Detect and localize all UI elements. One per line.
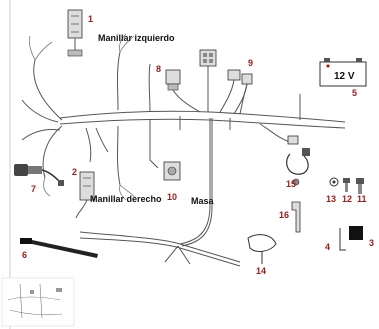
callout-5: 5: [352, 88, 357, 98]
callout-11: 11: [357, 194, 367, 204]
part-pigtail-15: [286, 148, 310, 186]
callout-1: 1: [88, 14, 93, 24]
callout-2: 2: [72, 167, 77, 177]
part-connector-8: [165, 69, 201, 113]
callout-9: 9: [248, 58, 253, 68]
part-plug-connector: [14, 164, 64, 186]
right-connector: [287, 135, 299, 145]
part-right-handlebar-switch: [75, 171, 95, 219]
part-relay: [349, 226, 363, 240]
part-wire-loop-14: [247, 234, 277, 264]
callout-16: 16: [279, 210, 289, 220]
part-connector-9: [219, 69, 253, 115]
diagram-thumbnail: [1, 277, 75, 327]
label-left-handlebar: Manillar izquierdo: [98, 33, 175, 43]
part-cable-tie: [20, 238, 98, 258]
callout-13: 13: [326, 194, 336, 204]
callout-15: 15: [286, 179, 296, 189]
callout-6: 6: [22, 250, 27, 260]
part-bracket: [339, 228, 346, 251]
callout-8: 8: [156, 64, 161, 74]
callout-10: 10: [167, 192, 177, 202]
part-screw-12: [343, 178, 350, 192]
label-right-handlebar: Manillar derecho: [90, 194, 162, 204]
battery-voltage-label: 12 V: [334, 71, 355, 82]
part-washer-13: [329, 177, 339, 187]
central-junction-box: [199, 49, 217, 112]
part-sensor-10: [163, 161, 181, 181]
callout-12: 12: [342, 194, 352, 204]
part-left-handlebar-switch: [67, 9, 83, 57]
part-battery: [319, 58, 367, 87]
callout-4: 4: [325, 242, 330, 252]
callout-7: 7: [31, 184, 36, 194]
part-plate-16: [291, 201, 301, 233]
part-bolt-11: [356, 178, 364, 194]
label-ground: Masa: [191, 196, 215, 206]
lower-harness: [79, 231, 241, 267]
callout-14: 14: [256, 266, 266, 276]
left-wire-bundle: [28, 33, 137, 201]
callout-3: 3: [369, 238, 374, 248]
